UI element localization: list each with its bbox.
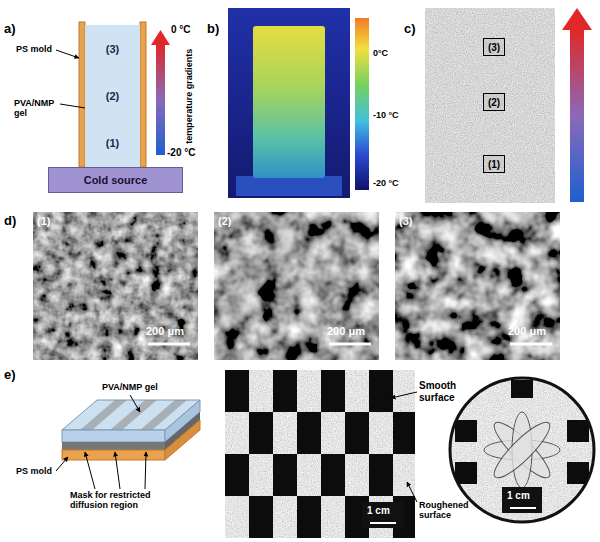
scale-bar: [148, 343, 190, 346]
part-label: PS mold: [16, 466, 52, 476]
gel-region: (3) (2) (1): [85, 25, 140, 167]
region-marker: (2): [483, 93, 505, 111]
gel-slab-front: [62, 430, 165, 442]
photo-image: [425, 8, 555, 203]
region-marker: (1): [483, 155, 505, 173]
scale-label: -20 °C: [373, 178, 399, 188]
photo-image: [225, 370, 415, 538]
node-text: Cold source: [84, 174, 148, 186]
leader-line: [130, 395, 140, 412]
panel-letter: c): [404, 22, 416, 37]
circular-photo-rim: [450, 378, 594, 522]
label-patch: [362, 502, 404, 528]
gradient-arrow-head: [151, 30, 170, 45]
panel-letter: b): [207, 22, 219, 37]
sem-image: [214, 212, 379, 360]
scale-bar-label: 200 μm: [146, 325, 184, 338]
color-bar: [355, 18, 369, 190]
mold-layer: [62, 450, 165, 460]
node-text: (2): [488, 97, 500, 108]
part-label: Smooth surface: [419, 380, 479, 403]
panel-letter: d): [4, 214, 16, 229]
temperature-label: -20 °C: [167, 147, 195, 159]
thermal-sample: [253, 26, 325, 178]
region-number: (1): [37, 215, 50, 228]
panel-letter: a): [4, 22, 16, 37]
mold-wall: [140, 22, 146, 167]
leader-line: [145, 452, 146, 489]
leader-line: [391, 392, 417, 398]
axis-label: temperature gradients: [184, 49, 194, 144]
part-label: PVA/NMP gel: [102, 382, 158, 392]
scale-bar-label: 1 cm: [367, 505, 390, 517]
smooth-stripes: [225, 370, 415, 538]
sem-image: [395, 212, 560, 360]
region-marker: (3): [483, 38, 505, 56]
panel-letter: e): [4, 368, 16, 383]
gradient-arrow: [570, 30, 584, 202]
scale-bar: [329, 343, 371, 346]
part-label: PS mold: [16, 44, 52, 54]
scale-bar-label: 200 μm: [508, 325, 546, 338]
node-text: (2): [106, 90, 119, 102]
scale-bar: [510, 343, 552, 346]
part-label: Mask for restricted diffusion region: [70, 490, 190, 511]
thermal-image: [228, 8, 350, 198]
region-number: (3): [399, 215, 412, 228]
sem-image: [33, 212, 198, 360]
node-text: (1): [488, 159, 500, 170]
node-text: (1): [106, 137, 119, 149]
leader-line: [56, 457, 68, 471]
part-label: Roughened surface: [419, 500, 477, 521]
leader-line: [85, 452, 95, 489]
scale-bar: [510, 507, 536, 509]
leader-line: [115, 452, 120, 489]
scale-bar: [370, 522, 396, 524]
temperature-label: 0 °C: [171, 24, 191, 36]
scale-bar-label: 200 μm: [327, 325, 365, 338]
gradient-arrow: [156, 45, 165, 155]
scale-label: -10 °C: [373, 110, 399, 120]
mask-layer: [62, 442, 165, 450]
node-text: (3): [488, 42, 500, 53]
leader-line: [407, 482, 417, 502]
part-label: PVA/NMP gel: [14, 98, 62, 119]
node-text: (3): [106, 43, 119, 55]
thermal-base: [236, 176, 342, 196]
mold-layer: [165, 420, 200, 460]
circular-photo: [448, 376, 596, 524]
cold-source-block: Cold source: [48, 167, 183, 193]
scale-label: 0°C: [373, 48, 388, 58]
scale-bar-label: 1 cm: [507, 490, 530, 502]
region-number: (2): [218, 215, 231, 228]
leader-line: [56, 50, 79, 58]
gradient-arrow-head: [562, 8, 592, 30]
